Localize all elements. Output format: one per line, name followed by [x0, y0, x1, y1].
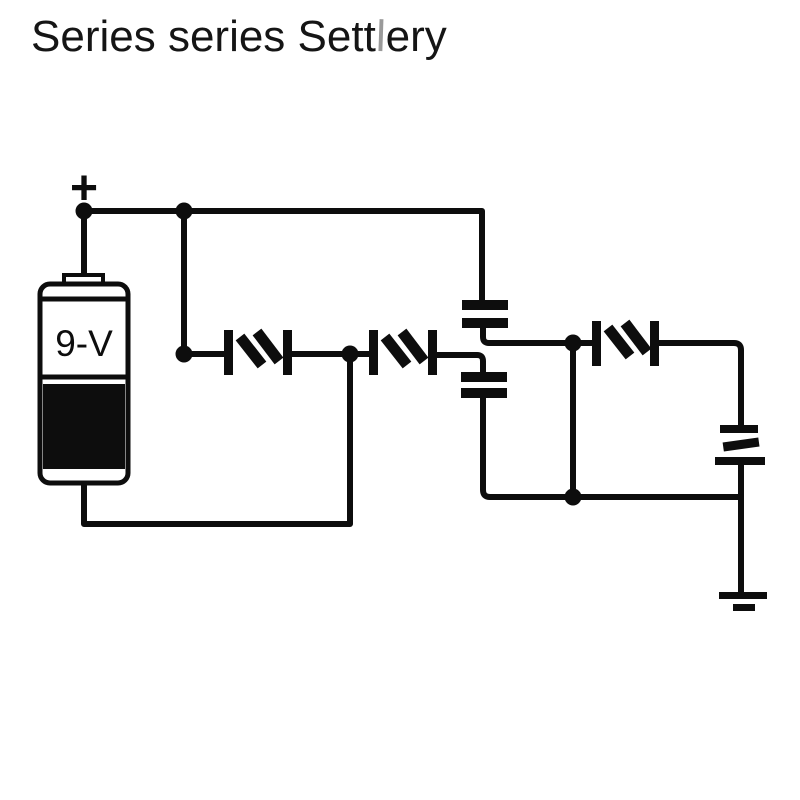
wire-top-rail [84, 208, 485, 302]
capacitor-2 [461, 372, 507, 398]
resistor-diagonal [620, 319, 652, 356]
resistor-diagonal [603, 324, 635, 360]
wire-bottom-rail-ground [480, 396, 744, 593]
junction-dot [341, 345, 359, 363]
resistor-diagonal [397, 328, 429, 365]
wire-branch-left [181, 211, 226, 357]
resistor-bar [369, 330, 378, 375]
resistor-diagonal [235, 333, 267, 369]
resistor-bar [283, 330, 292, 375]
wire-capacitor-r3 [480, 327, 594, 346]
resistor-diagonal [252, 328, 284, 365]
resistor-bar [650, 321, 659, 366]
wire-r2-capacitor-jog [436, 352, 486, 374]
junction-dot [75, 202, 93, 220]
junction-dot [564, 334, 582, 352]
wire-r3-capacitor [658, 340, 744, 427]
ground-symbol [719, 592, 767, 611]
capacitor-plate-tilted [722, 437, 760, 452]
resistor-bar [592, 321, 601, 366]
ground-bar-short [733, 604, 755, 611]
capacitor-plate [461, 372, 507, 382]
page-title-part2: ery [385, 12, 447, 61]
battery-negative-block [43, 384, 125, 469]
wire-bottom-left-loop [81, 354, 353, 527]
resistor-bar [224, 330, 233, 375]
page-title: Series series Settlery [31, 12, 447, 61]
junction-dot [175, 345, 193, 363]
capacitor-1 [462, 300, 508, 328]
battery: 9-V [37, 273, 131, 486]
resistor-1 [224, 328, 292, 375]
junction-dot [564, 488, 582, 506]
resistor-3 [592, 319, 659, 366]
capacitor-plate [462, 318, 508, 328]
resistor-diagonal [380, 333, 412, 369]
capacitor-3 [715, 425, 765, 465]
junction-dot [175, 202, 193, 220]
ground-bar-long [719, 592, 767, 599]
resistor-2 [369, 328, 437, 375]
capacitor-plate [462, 300, 508, 310]
resistor-bar [428, 330, 437, 375]
capacitor-plate [461, 388, 507, 398]
capacitor-plate [715, 457, 765, 465]
battery-label: 9-V [55, 323, 113, 364]
capacitor-plate [720, 425, 758, 433]
page-title-part1: Series series Sett [31, 12, 376, 61]
